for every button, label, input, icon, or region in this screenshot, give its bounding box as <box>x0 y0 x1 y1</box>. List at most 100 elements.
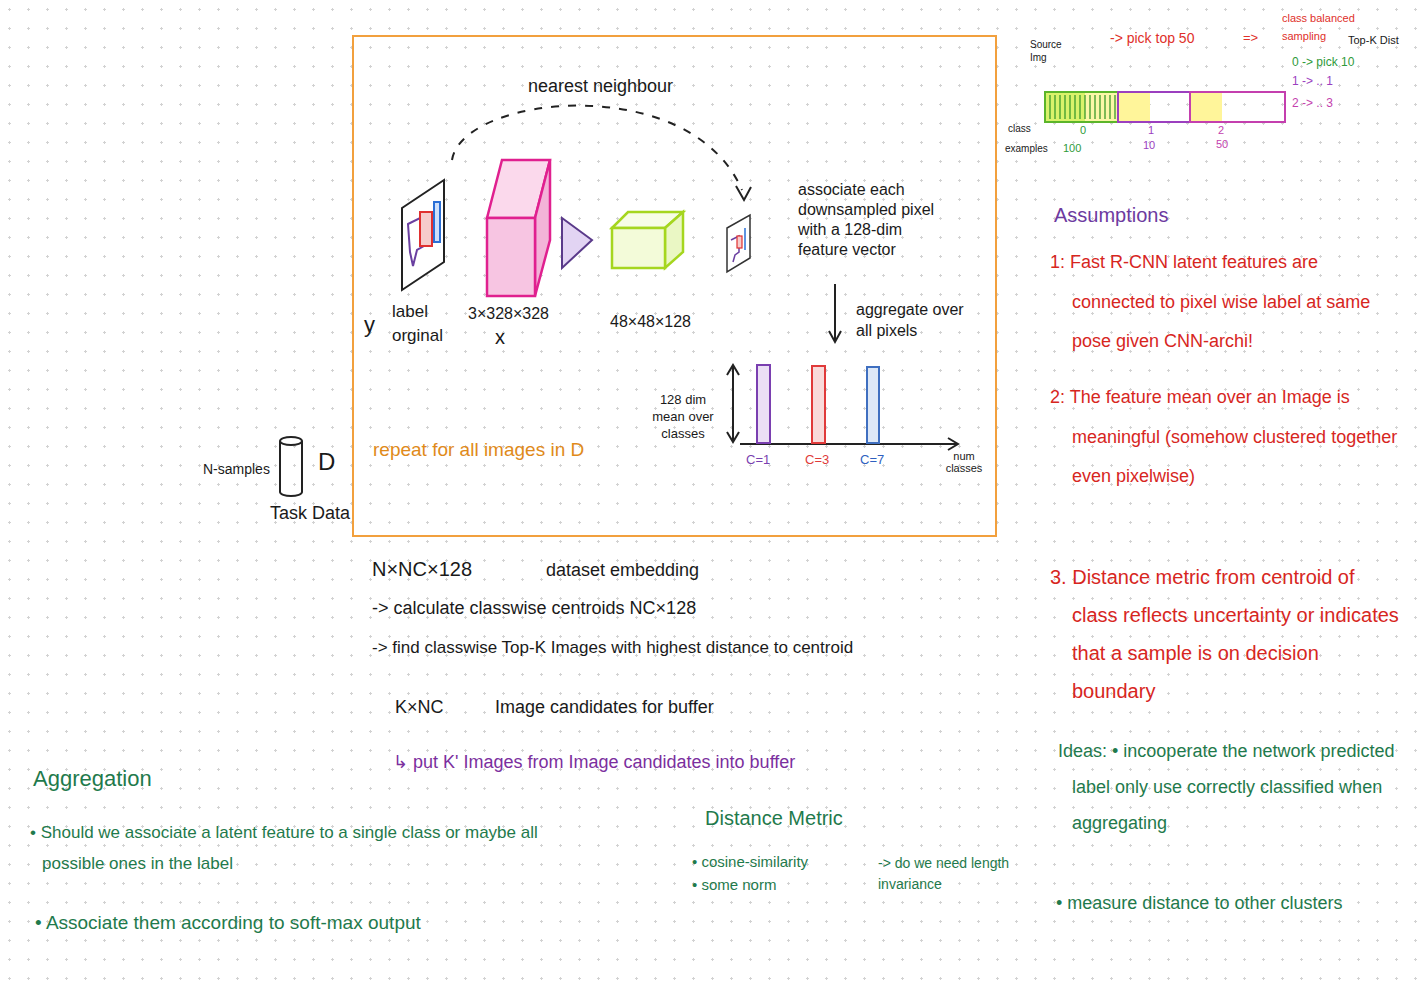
highlight <box>1045 92 1118 122</box>
note: Top-K Dist <box>1348 34 1399 47</box>
class-index: 2 <box>1218 124 1224 137</box>
note: -> pick top 50 <box>1110 30 1194 47</box>
question: • Associate them according to soft-max o… <box>35 912 421 935</box>
step-note: dataset embedding <box>546 560 699 582</box>
axis-label: 128 dim mean over classes <box>652 392 714 443</box>
encoder-triangle <box>562 218 592 268</box>
arc-label: nearest neighbour <box>528 76 673 98</box>
hatch-line <box>1054 95 1055 119</box>
row-caption: examples <box>1005 143 1048 155</box>
example-count: 50 <box>1216 138 1228 151</box>
chart-axis <box>732 366 734 441</box>
downsampled-image <box>727 215 750 272</box>
assumption: 3. Distance metric from centroid of clas… <box>1050 558 1400 710</box>
dimension: K×NC <box>395 697 444 719</box>
database-cylinder <box>280 492 302 496</box>
example-count: 100 <box>1063 142 1081 155</box>
idea: • measure distance to other clusters <box>1056 893 1406 915</box>
feature-cube-side <box>665 212 683 268</box>
class-tick: C=3 <box>805 452 829 468</box>
class-index: 1 <box>1148 124 1154 137</box>
class-tick: C=7 <box>860 452 884 468</box>
dataset-caption: Task Data <box>270 503 350 525</box>
database-cylinder <box>280 437 302 445</box>
hatch-line <box>1049 95 1050 119</box>
class-segment <box>1045 92 1118 122</box>
hatch-line <box>1114 95 1115 119</box>
aggregate-arrow <box>834 284 836 341</box>
hatching <box>1050 95 1115 119</box>
label-region <box>744 228 746 250</box>
hatch-line <box>1069 95 1070 119</box>
picked-region <box>1045 92 1085 122</box>
hatch-line <box>1079 95 1080 119</box>
variable-name: y <box>364 312 375 338</box>
section-heading: Aggregation <box>33 766 152 792</box>
arrow-head <box>727 365 739 375</box>
hatch-line <box>1059 95 1060 119</box>
assumption: 1: Fast R-CNN latent features are connec… <box>1050 243 1400 362</box>
highlight <box>1118 92 1150 122</box>
hatch-line <box>1074 95 1075 119</box>
dimension: N×NC×128 <box>372 557 472 581</box>
arrow-symbol: => <box>1243 30 1258 46</box>
class-bar <box>757 365 770 443</box>
axis-label: num classes <box>940 450 988 474</box>
hatch-line <box>1099 95 1100 119</box>
section-heading: Distance Metric <box>705 806 843 830</box>
hatch-line <box>1094 95 1095 119</box>
label-image <box>402 180 444 290</box>
label-region <box>737 236 742 248</box>
bar-caption: Source Img <box>1030 38 1070 64</box>
hatch-line <box>1084 95 1085 119</box>
step-note: aggregate over all pixels <box>856 300 976 342</box>
step-note: -> calculate classwise centroids NC×128 <box>372 598 696 620</box>
assumption: 2: The feature mean over an Image is mea… <box>1050 378 1400 497</box>
arrow-head <box>829 331 841 342</box>
database-cylinder <box>279 441 281 492</box>
idea: Ideas: • incooperate the network predict… <box>1058 733 1408 841</box>
hatch-line <box>1104 95 1105 119</box>
repeat-loop-box: nearest neighbour y label orginal3×328×328… <box>352 35 997 537</box>
hatch-line <box>1109 95 1110 119</box>
row-caption: class <box>1008 123 1031 135</box>
step-note: ↳ put K' Images from Image candidates in… <box>393 752 795 774</box>
image-caption: label orginal <box>392 300 464 348</box>
step-note: -> find classwise Top-K Images with high… <box>372 638 853 658</box>
example-count: 10 <box>1143 139 1155 152</box>
question: -> do we need length invariance <box>878 853 1028 895</box>
dataset-caption: N-samples <box>203 461 270 478</box>
nearest-neighbour-arc <box>452 106 742 190</box>
class-segment <box>1118 92 1190 122</box>
hatch-line <box>1089 95 1090 119</box>
class-segment <box>1190 92 1285 122</box>
database-cylinder <box>301 441 303 492</box>
dimension: 3×328×328 <box>468 304 549 323</box>
class-tick: C=1 <box>746 452 770 468</box>
sampling-row: 0 -> pick 10 <box>1292 55 1354 69</box>
chart-axis <box>740 443 958 445</box>
label-region <box>434 202 440 242</box>
arrow-head <box>727 432 739 442</box>
step-note: associate each downsampled pixel with a … <box>798 180 948 260</box>
arrow-head <box>736 186 751 200</box>
arrow-head <box>948 438 958 450</box>
option: • some norm <box>692 876 776 894</box>
input-slab-side <box>535 160 550 296</box>
sampling-row: 1 -> .. 1 <box>1292 74 1333 88</box>
dimension: 48×48×128 <box>610 312 691 331</box>
highlight <box>1190 92 1222 122</box>
dataset-symbol: D <box>318 448 335 477</box>
sampling-row: 2 -> .. 3 <box>1292 96 1333 110</box>
class-index: 0 <box>1080 124 1086 137</box>
class-bar <box>867 367 879 443</box>
step-note: Image candidates for buffer <box>495 697 714 719</box>
question: • Should we associate a latent feature t… <box>30 818 590 879</box>
label-region <box>420 212 432 246</box>
input-slab-front <box>487 218 535 296</box>
section-heading: Assumptions <box>1054 203 1169 227</box>
hatch-line <box>1064 95 1065 119</box>
option: • cosine-similarity <box>692 853 808 871</box>
